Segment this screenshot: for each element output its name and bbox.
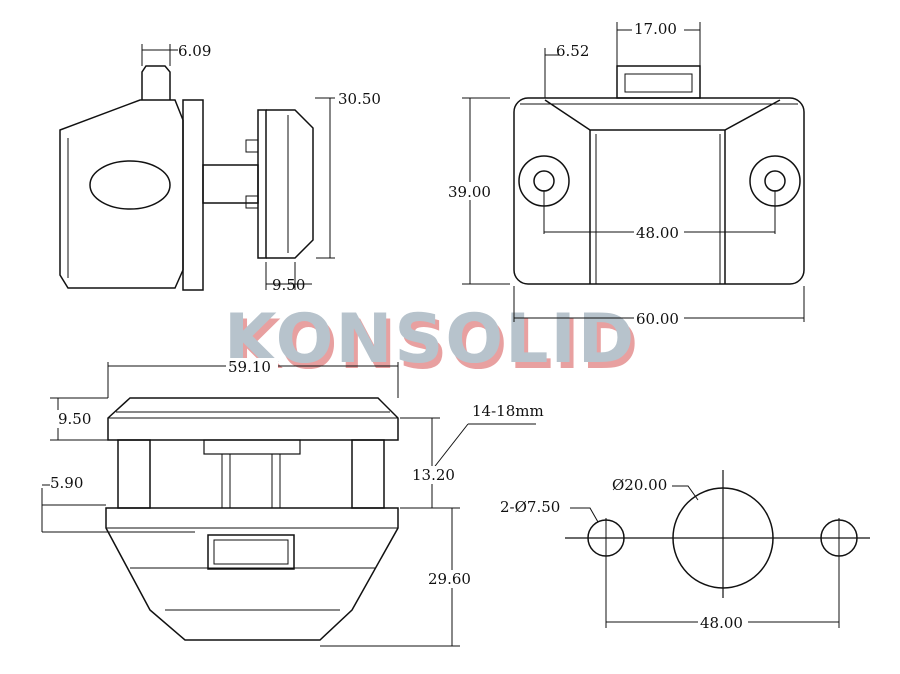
dim-cutout-spacing: 48.00 [700, 614, 743, 632]
dim-bottom-flange-height: 9.50 [58, 410, 91, 428]
cutout-dimensions [570, 485, 840, 628]
dim-front-tab-width: 17.00 [634, 20, 677, 38]
dim-bottom-body-height: 29.60 [428, 570, 471, 588]
bottom-view-housing [105, 507, 399, 641]
front-view-tab [616, 65, 701, 99]
dim-panel-thickness: 14-18mm [472, 402, 544, 420]
side-view-dimensions [141, 44, 335, 290]
watermark-shadow: KONSOLID [228, 306, 640, 385]
dim-cutout-center-hole: Ø20.00 [612, 476, 667, 494]
side-view-body [59, 99, 184, 289]
bottom-view-dimensions [41, 362, 536, 647]
dim-bottom-offset: 5.90 [50, 474, 83, 492]
side-view-oval [89, 160, 171, 210]
watermark-text: KONSOLID [224, 300, 636, 379]
side-view [59, 65, 314, 291]
bottom-view-window [207, 534, 295, 570]
dim-front-hole-spacing: 48.00 [636, 224, 679, 242]
dim-side-tip-width: 6.09 [178, 42, 211, 60]
cutout-hole-right [820, 519, 858, 557]
side-view-flange [257, 109, 267, 259]
dim-bottom-top-width: 59.10 [228, 358, 271, 376]
dim-front-height: 39.00 [448, 183, 491, 201]
bottom-view-post-right [351, 439, 385, 509]
bottom-view-flange [107, 397, 399, 441]
bottom-view [105, 397, 399, 641]
dim-side-flange-depth: 9.50 [272, 276, 305, 294]
watermark-logo: KONSOLID KONSOLID [224, 300, 640, 385]
side-view-tip [141, 65, 171, 100]
cutout-hole-left [587, 519, 625, 557]
dim-side-lip-height: 30.50 [338, 90, 381, 108]
cutout-diagram [565, 470, 870, 598]
front-view-outline [513, 97, 805, 285]
dim-front-tab-offset: 6.52 [556, 42, 589, 60]
side-view-plate [182, 99, 204, 291]
bottom-view-post-left [117, 439, 151, 509]
side-view-lip [266, 109, 314, 259]
dim-bottom-gap: 13.20 [412, 466, 455, 484]
dim-front-width: 60.00 [636, 310, 679, 328]
side-view-stem [202, 164, 259, 204]
front-view-center-band [544, 99, 781, 131]
front-view [513, 65, 805, 285]
cutout-center-hole [672, 487, 774, 589]
dim-cutout-small-holes: 2-Ø7.50 [500, 498, 560, 516]
